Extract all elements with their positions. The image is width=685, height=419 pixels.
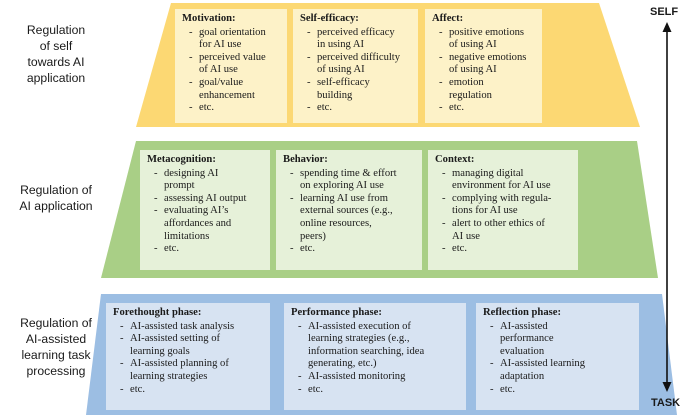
label-line: AI application xyxy=(19,199,93,213)
list-item: etc. xyxy=(283,243,416,256)
box-title: Behavior: xyxy=(283,154,328,165)
box-title: Context: xyxy=(435,154,475,165)
box-title: Performance phase: xyxy=(291,307,382,318)
label-line: AI-assisted xyxy=(25,332,87,346)
list-item: etc. xyxy=(432,102,536,115)
level-label-ai-application: Regulation of AI application xyxy=(4,182,108,214)
self-label: SELF xyxy=(650,6,679,18)
list-item: complying with regula-tions for AI use xyxy=(435,193,572,218)
list-item: assessing AI output xyxy=(147,193,264,206)
list-item: etc. xyxy=(300,102,412,115)
list-item: etc. xyxy=(483,384,633,397)
box-title: Forethought phase: xyxy=(113,307,202,318)
self-task-double-arrow xyxy=(662,22,672,392)
label-line: Regulation xyxy=(26,23,86,37)
box-title: Motivation: xyxy=(182,13,236,24)
label-line: learning task xyxy=(21,348,91,362)
performance-phase-box: Performance phase: AI-assisted execution… xyxy=(284,303,466,410)
box-title: Metacognition: xyxy=(147,154,216,165)
list-item: etc. xyxy=(147,243,264,256)
label-line: towards AI xyxy=(27,55,85,69)
list-item: etc. xyxy=(291,384,460,397)
level-label-self: Regulation of self towards AI applicatio… xyxy=(4,22,108,86)
list-item: AI-assisted monitoring xyxy=(291,371,460,384)
label-line: Regulation of xyxy=(20,316,92,330)
level-label-task-processing: Regulation of AI-assisted learning task … xyxy=(4,315,108,379)
label-line: processing xyxy=(26,364,86,378)
task-label: TASK xyxy=(651,397,681,409)
list-item: AI-assisted task analysis xyxy=(113,321,264,334)
box-title: Reflection phase: xyxy=(483,307,561,318)
list-item: etc. xyxy=(435,243,572,256)
reflection-phase-box: Reflection phase: AI-assistedperformance… xyxy=(476,303,639,410)
box-title: Affect: xyxy=(432,13,464,24)
box-title: Self-efficacy: xyxy=(300,13,359,24)
forethought-phase-box: Forethought phase: AI-assisted task anal… xyxy=(106,303,270,410)
list-item: etc. xyxy=(182,102,281,115)
label-line: application xyxy=(26,71,86,85)
label-line: Regulation of xyxy=(20,183,92,197)
label-line: of self xyxy=(39,39,73,53)
list-item: etc. xyxy=(113,384,264,397)
